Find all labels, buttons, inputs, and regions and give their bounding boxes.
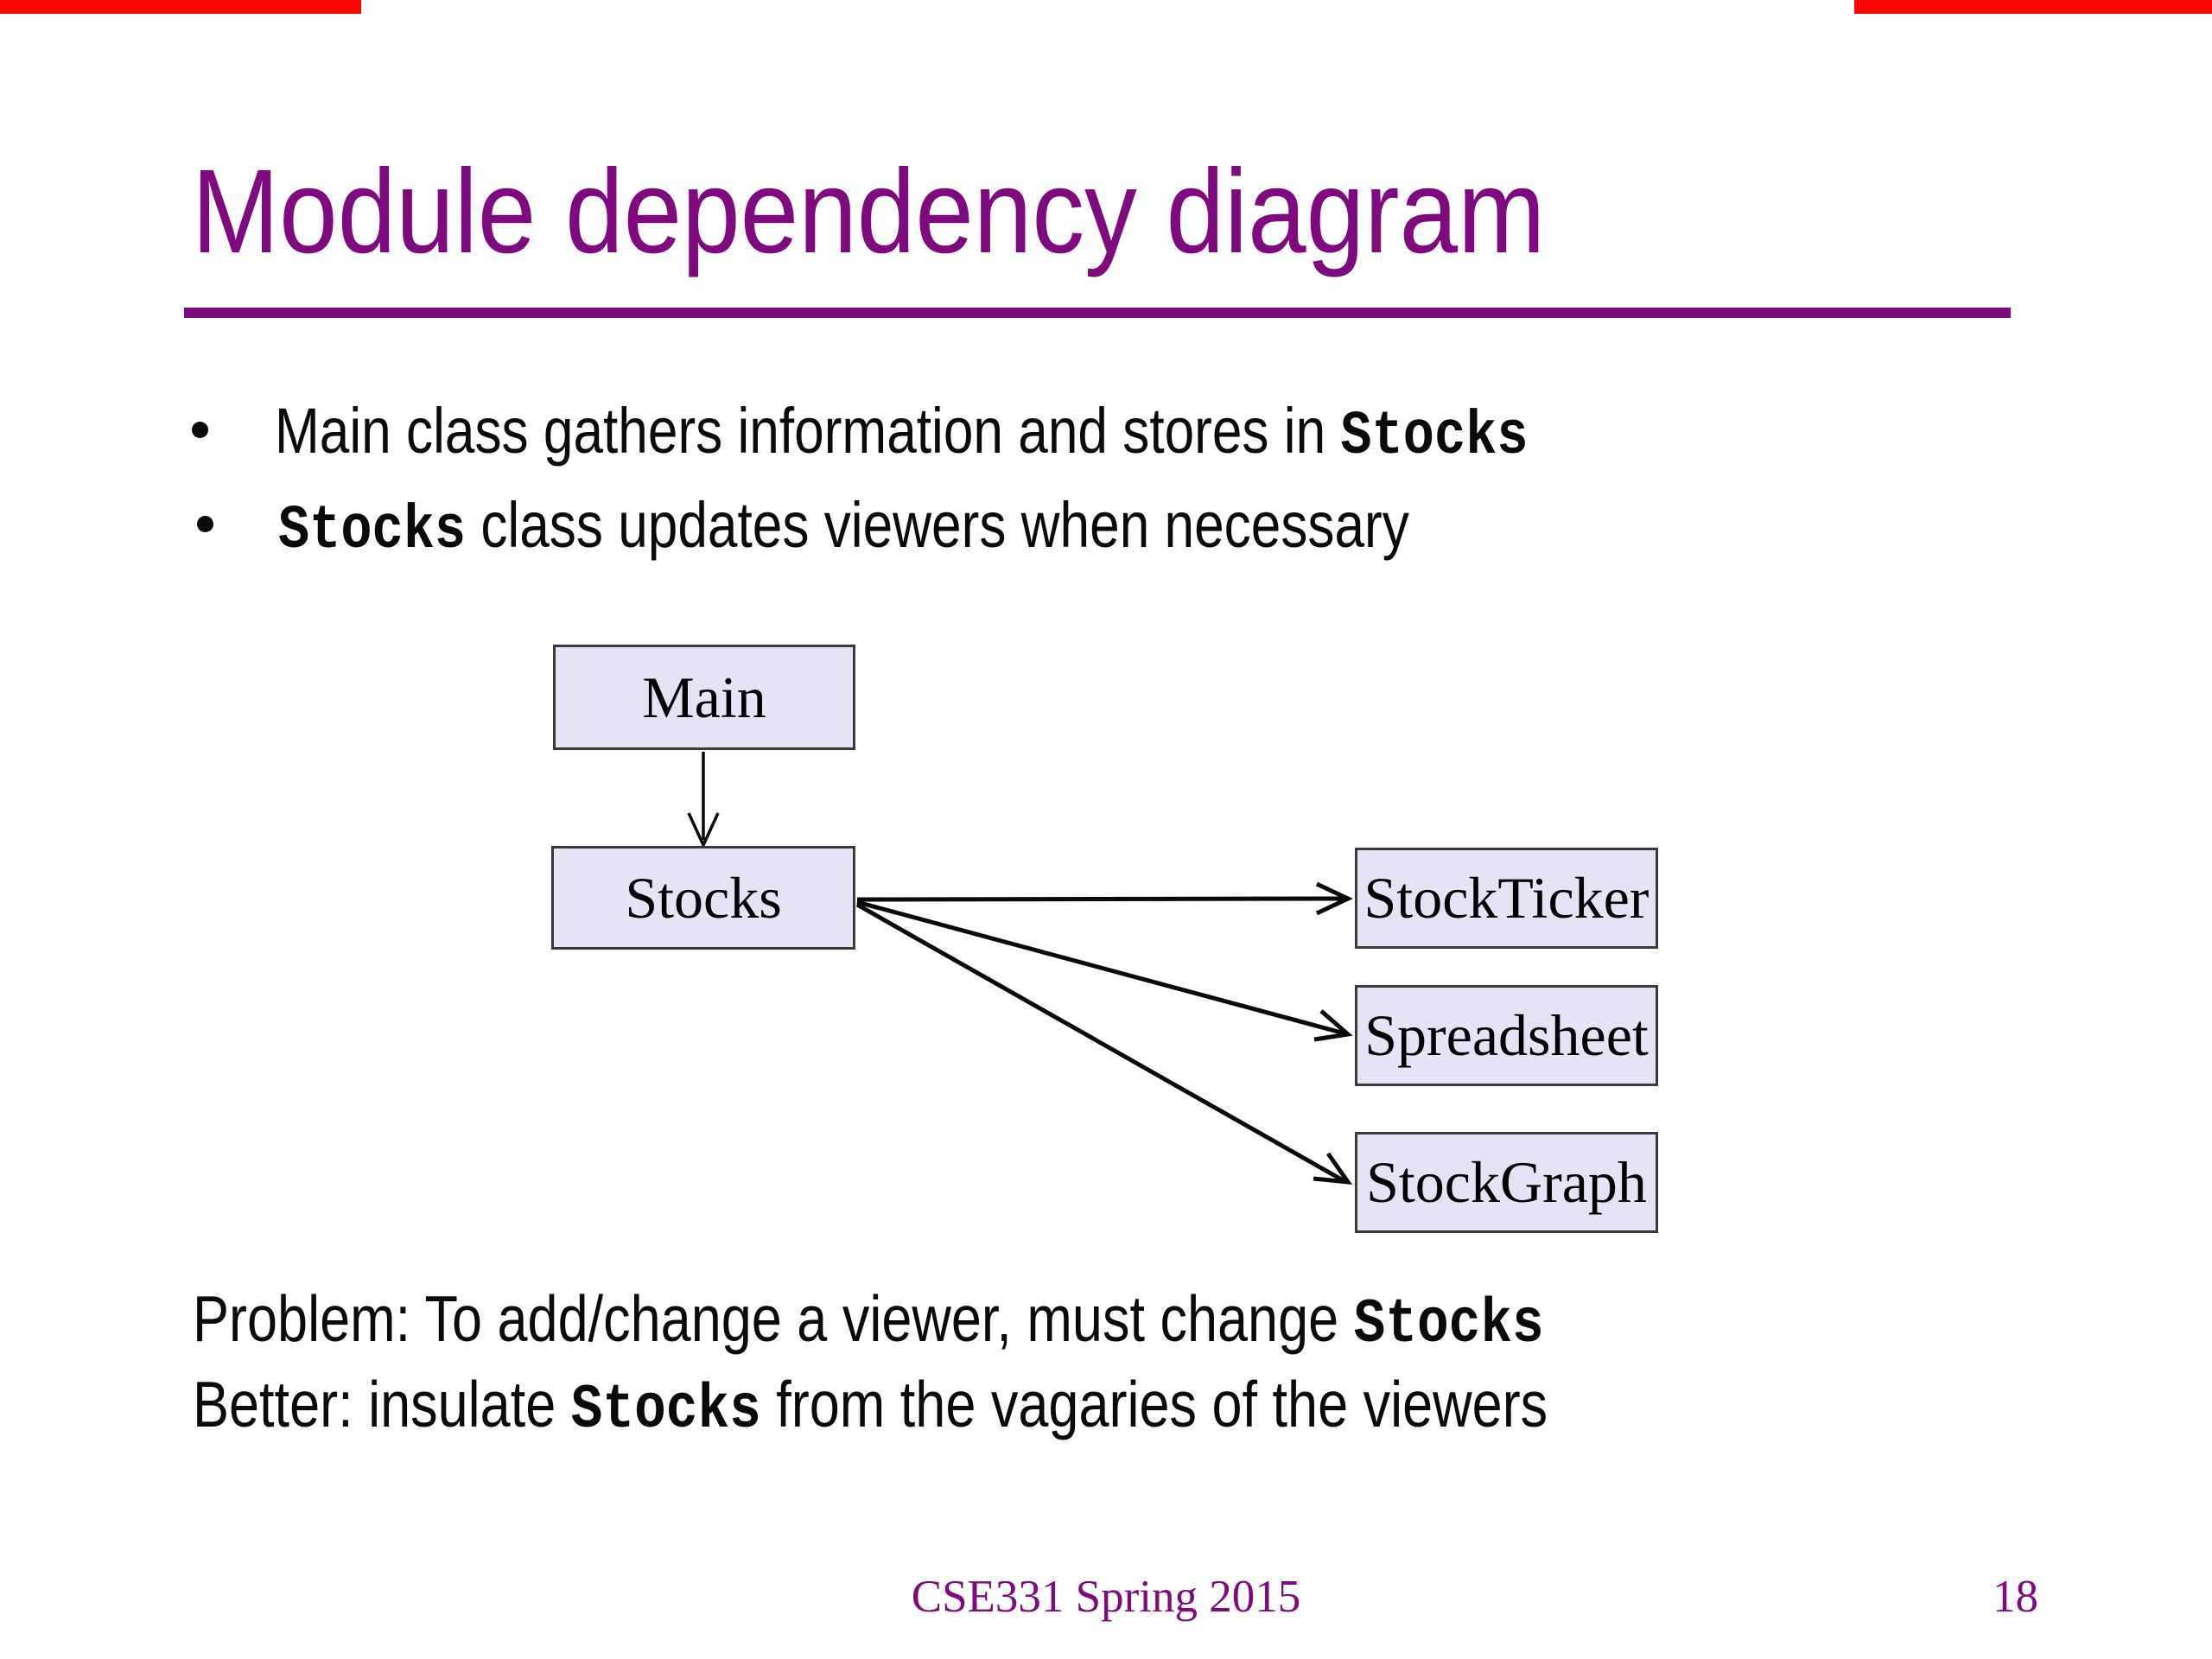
bullet-item-2: Stocks class updates viewers when necess… [278,489,1624,566]
title-underline [184,308,2011,318]
slide-title: Module dependency diagram [192,145,1546,278]
arrowhead-main-stocks-icon [687,812,720,849]
node-stocks-label: Stocks [625,864,782,931]
bullet-2-code: Stocks [278,495,467,566]
problem-note: Problem: To add/change a viewer, must ch… [193,1282,1802,1359]
problem-text: Problem: To add/change a viewer, must ch… [193,1282,1354,1355]
node-stockticker: StockTicker [1355,848,1658,949]
edge-stocks-stockgraph [855,902,1346,1184]
node-main-label: Main [642,664,766,730]
arrowhead-stockticker-icon [1315,881,1353,916]
node-stockgraph: StockGraph [1355,1132,1658,1233]
bullet-dot-icon [192,422,208,438]
arrowhead-spreadsheet-icon [1313,1009,1353,1042]
red-corner-mark-left [0,0,361,14]
footer-course-label: CSE331 Spring 2015 [911,1572,1301,1622]
node-stockgraph-label: StockGraph [1366,1149,1647,1215]
red-corner-mark-right [1854,0,2212,14]
bullet-item-1: Main class gathers information and store… [275,395,1767,472]
problem-code: Stocks [1353,1288,1544,1360]
better-note: Better: insulate Stocks from the vagarie… [193,1368,1806,1445]
edge-stocks-spreadsheet [856,899,1345,1036]
better-text: Better: insulate [193,1368,571,1440]
node-spreadsheet: Spreadsheet [1355,985,1658,1086]
bullet-dot-icon [197,516,213,532]
arrowhead-stockgraph-icon [1313,1152,1353,1185]
better-text-post: from the vagaries of the viewers [760,1368,1548,1440]
bullet-2-text: class updates viewers when necessary [466,489,1409,561]
page-number: 18 [1993,1572,2038,1622]
node-main: Main [553,645,855,750]
node-spreadsheet-label: Spreadsheet [1364,1002,1649,1068]
bullet-1-code: Stocks [1340,401,1529,472]
better-code: Stocks [570,1374,761,1446]
node-stockticker-label: StockTicker [1363,865,1649,931]
node-stocks: Stocks [551,846,855,950]
bullet-1-text: Main class gathers information and store… [275,395,1341,467]
